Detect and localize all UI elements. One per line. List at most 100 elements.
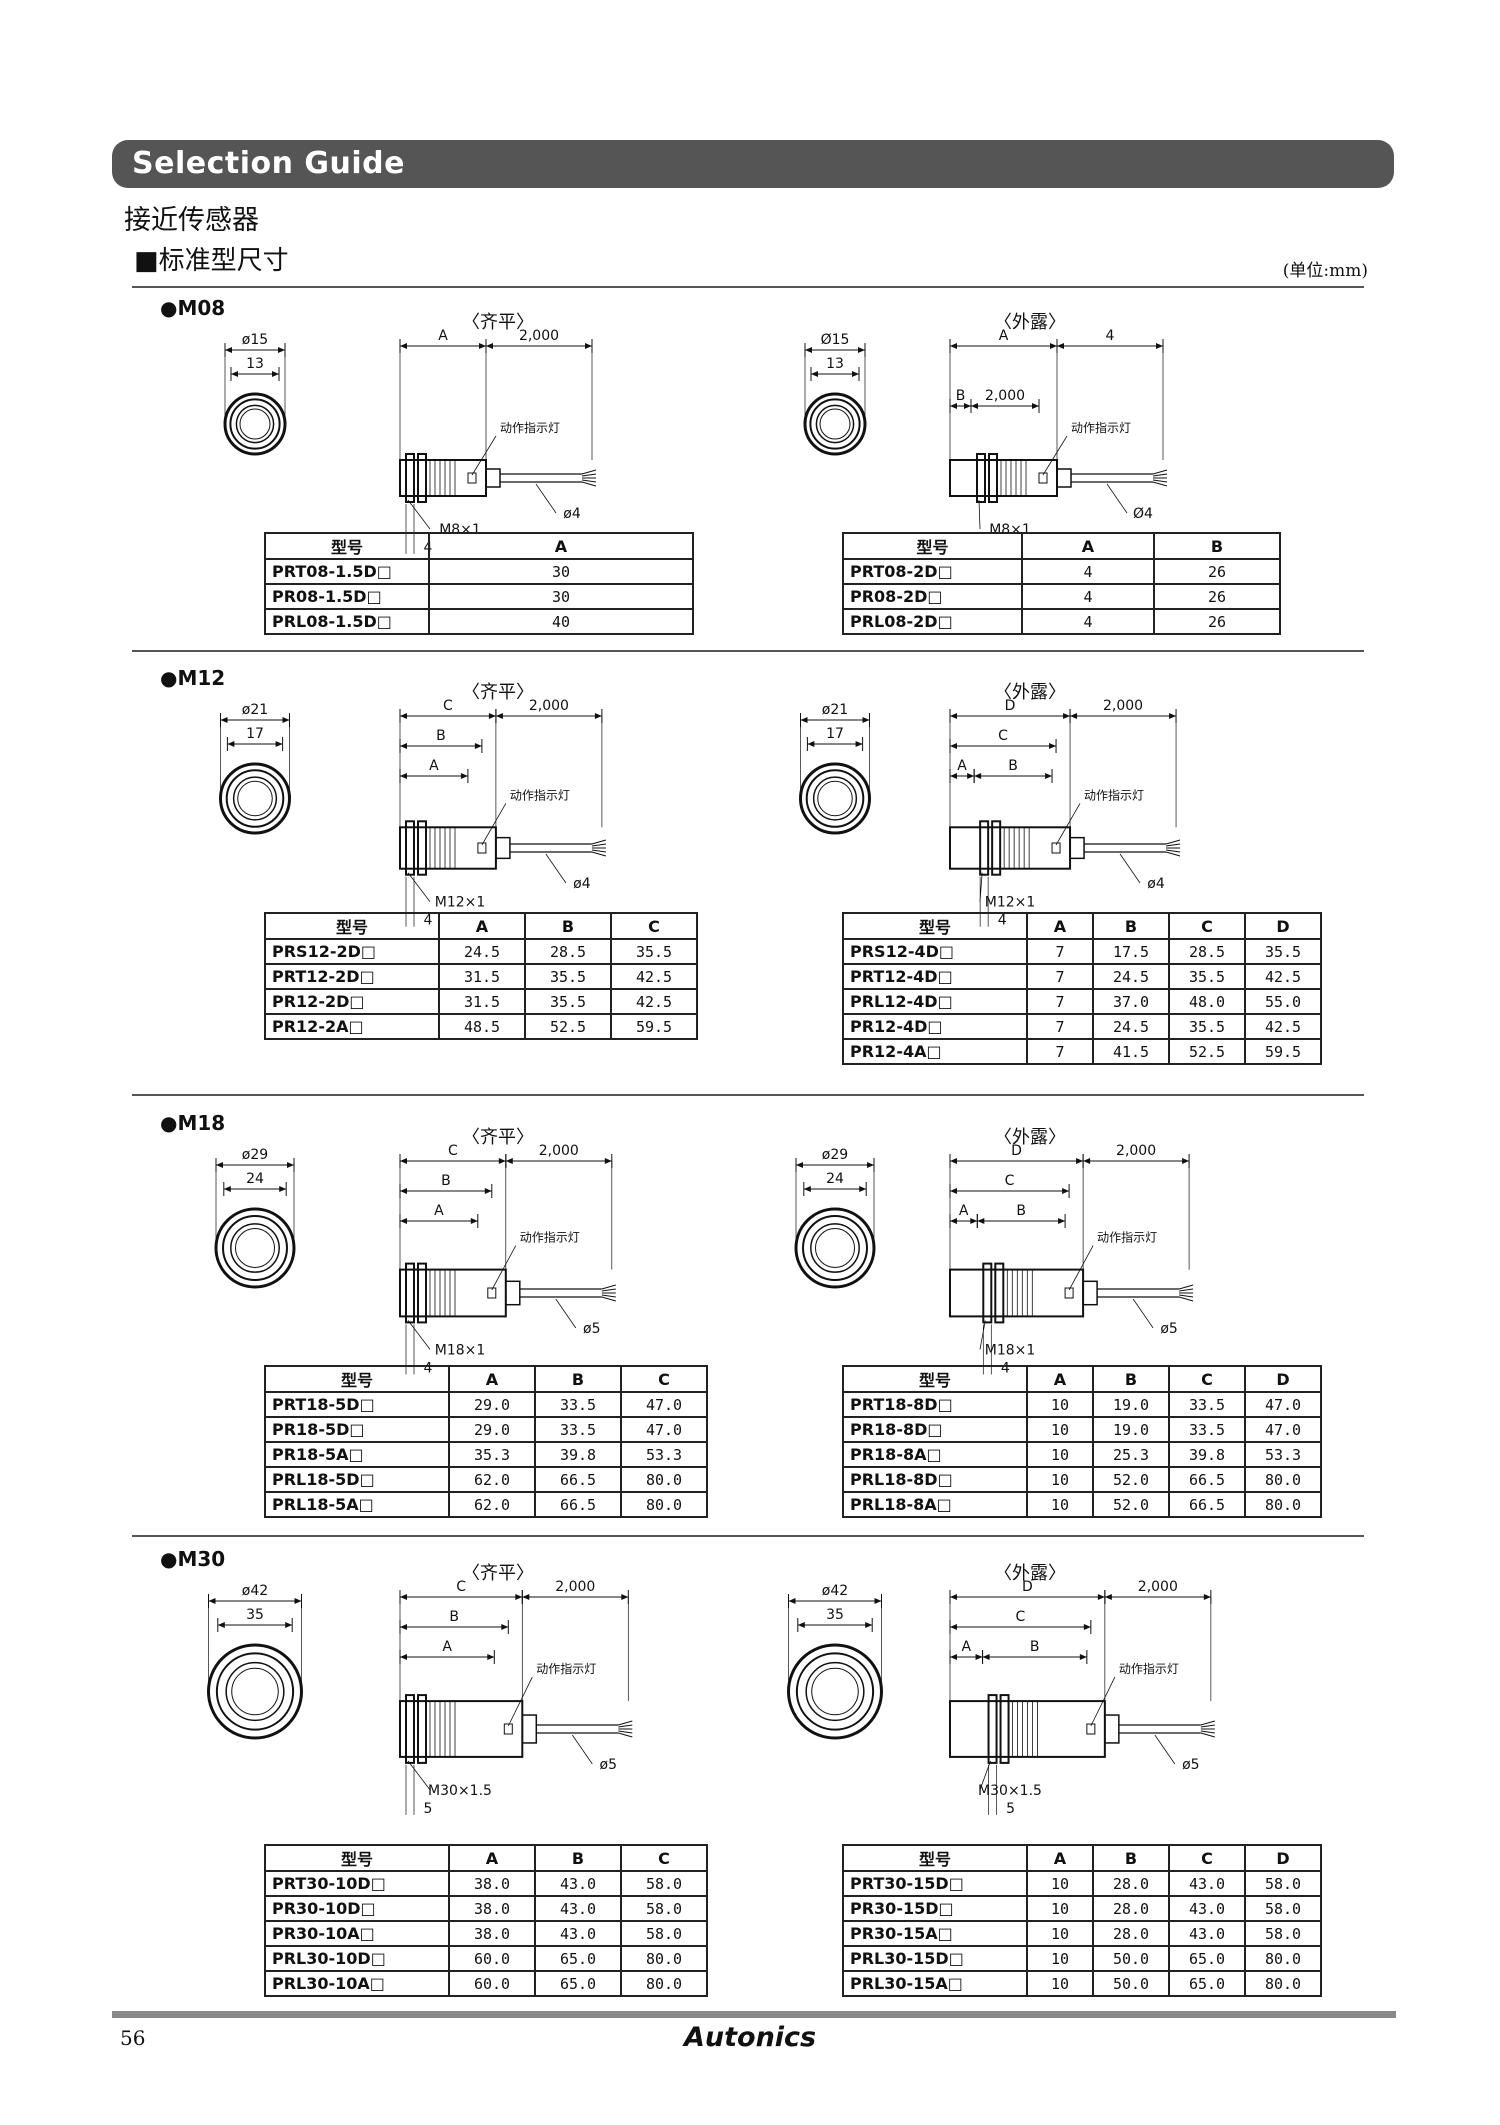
value-cell: 35.5 bbox=[1244, 938, 1322, 965]
m0-nonflush-inner-diameter: 13 bbox=[826, 356, 844, 372]
value-cell: 28.0 bbox=[1092, 1895, 1170, 1922]
section-divider bbox=[132, 1094, 1364, 1096]
column-header: A bbox=[438, 912, 526, 940]
m3-flush-indicator-label: 动作指示灯 bbox=[536, 1661, 596, 1676]
flush-view-label: 〈齐平〉 bbox=[462, 1127, 534, 1148]
model-cell: PR30-15D□ bbox=[842, 1895, 1028, 1922]
m3-flush-outer-diameter: ø42 bbox=[242, 1583, 268, 1599]
value-cell: 17.5 bbox=[1092, 938, 1170, 965]
value-cell: 80.0 bbox=[620, 1970, 708, 1997]
m0-nonflush-dim-A: A bbox=[999, 328, 1009, 344]
column-header: B bbox=[1092, 912, 1170, 940]
m1-flush-inner-diameter: 17 bbox=[246, 726, 264, 742]
column-header: 型号 bbox=[842, 532, 1023, 560]
column-header: 型号 bbox=[264, 912, 440, 940]
m2-flush-thread-label: M18×1 bbox=[435, 1342, 486, 1358]
model-cell: PRL18-8D□ bbox=[842, 1466, 1028, 1493]
value-cell: 47.0 bbox=[620, 1416, 708, 1443]
m1-nonflush-indicator-label: 动作指示灯 bbox=[1084, 787, 1144, 802]
model-cell: PRT12-2D□ bbox=[264, 963, 440, 990]
value-cell: 80.0 bbox=[620, 1466, 708, 1493]
m1-nonflush-inner-diameter: 17 bbox=[826, 726, 844, 742]
value-cell: 31.5 bbox=[438, 963, 526, 990]
value-cell: 59.5 bbox=[1244, 1038, 1322, 1065]
value-cell: 58.0 bbox=[1244, 1895, 1322, 1922]
value-cell: 33.5 bbox=[534, 1391, 622, 1418]
model-cell: PR30-10A□ bbox=[264, 1920, 450, 1947]
m1-nonflush-thread-label: M12×1 bbox=[985, 895, 1036, 911]
model-cell: PR12-4D□ bbox=[842, 1013, 1028, 1040]
value-cell: 65.0 bbox=[534, 1970, 622, 1997]
model-cell: PRL30-10D□ bbox=[264, 1945, 450, 1972]
value-cell: 55.0 bbox=[1244, 988, 1322, 1015]
value-cell: 80.0 bbox=[1244, 1491, 1322, 1518]
value-cell: 52.0 bbox=[1092, 1466, 1170, 1493]
value-cell: 43.0 bbox=[534, 1895, 622, 1922]
m0-nonflush-indicator-label: 动作指示灯 bbox=[1071, 420, 1131, 435]
m3-nonflush-cable-diameter: ø5 bbox=[1182, 1757, 1199, 1773]
value-cell: 80.0 bbox=[1244, 1970, 1322, 1997]
model-cell: PR08-1.5D□ bbox=[264, 583, 430, 610]
m1-nonflush-cable-diameter: ø4 bbox=[1147, 876, 1165, 892]
model-cell: PRL12-4D□ bbox=[842, 988, 1028, 1015]
flush-view-label: 〈齐平〉 bbox=[462, 1563, 534, 1584]
m1-flush-dim-A: A bbox=[429, 758, 439, 774]
value-cell: 10 bbox=[1026, 1466, 1094, 1493]
column-header: D bbox=[1244, 1844, 1322, 1872]
m1-nonflush-dim-cable-length: 2,000 bbox=[1103, 698, 1143, 714]
model-cell: PRT30-15D□ bbox=[842, 1870, 1028, 1897]
model-cell: PRT08-2D□ bbox=[842, 558, 1023, 585]
value-cell: 80.0 bbox=[620, 1491, 708, 1518]
value-cell: 4 bbox=[1021, 608, 1155, 635]
column-header: B bbox=[534, 1365, 622, 1393]
value-cell: 60.0 bbox=[448, 1945, 536, 1972]
m2-nonflush-dim-A: A bbox=[959, 1203, 969, 1219]
value-cell: 62.0 bbox=[448, 1491, 536, 1518]
model-cell: PRT12-4D□ bbox=[842, 963, 1028, 990]
value-cell: 66.5 bbox=[534, 1466, 622, 1493]
value-cell: 30 bbox=[428, 558, 694, 585]
section-label: ●M08 bbox=[160, 296, 226, 320]
column-header: A bbox=[428, 532, 694, 560]
m3-flush-dim-B: B bbox=[449, 1609, 459, 1625]
value-cell: 24.5 bbox=[1092, 1013, 1170, 1040]
value-cell: 7 bbox=[1026, 988, 1094, 1015]
value-cell: 35.3 bbox=[448, 1441, 536, 1468]
flush-view-label: 〈齐平〉 bbox=[462, 682, 534, 703]
value-cell: 28.0 bbox=[1092, 1870, 1170, 1897]
value-cell: 19.0 bbox=[1092, 1416, 1170, 1443]
m1-flush-cable-diameter: ø4 bbox=[573, 876, 591, 892]
m3-nonflush-dim-cable-length: 2,000 bbox=[1138, 1579, 1178, 1595]
value-cell: 39.8 bbox=[1168, 1441, 1246, 1468]
value-cell: 65.0 bbox=[1168, 1970, 1246, 1997]
m3-nonflush-thread-label: M30×1.5 bbox=[978, 1783, 1042, 1799]
column-header: C bbox=[620, 1844, 708, 1872]
column-header: 型号 bbox=[264, 1844, 450, 1872]
m0-flush-dim-cable-length: 2,000 bbox=[519, 328, 559, 344]
m2-flush-indicator-label: 动作指示灯 bbox=[520, 1230, 580, 1245]
